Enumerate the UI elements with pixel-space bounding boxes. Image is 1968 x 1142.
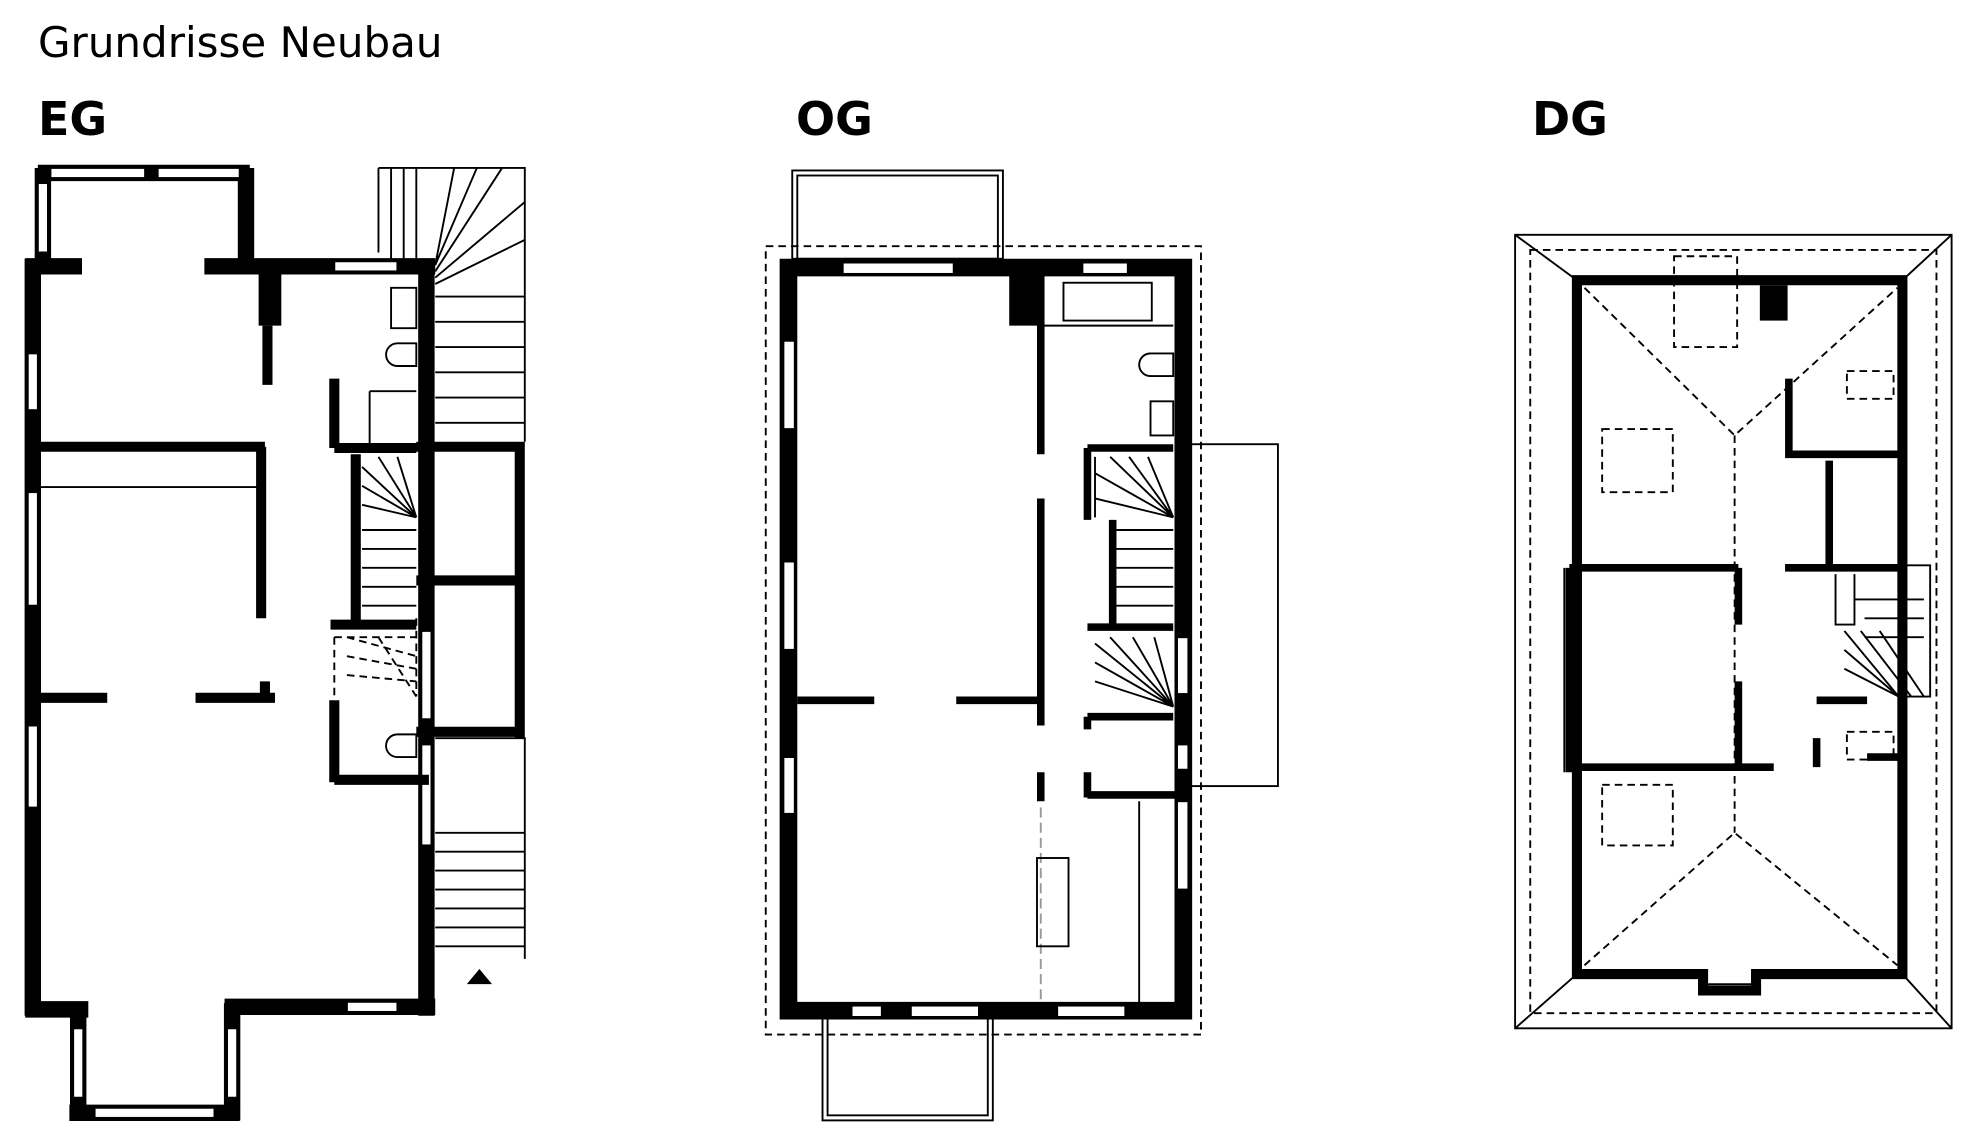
floor-plan-og bbox=[764, 169, 1279, 1122]
floor-plan-eg bbox=[24, 164, 526, 1122]
plan-label-og: OG bbox=[796, 92, 873, 146]
plan-label-dg: DG bbox=[1532, 92, 1608, 146]
floor-plan-dg bbox=[1514, 233, 1953, 1030]
plan-label-eg: EG bbox=[38, 92, 108, 146]
page-title: Grundrisse Neubau bbox=[38, 18, 443, 67]
entrance-arrow-icon bbox=[466, 969, 492, 985]
